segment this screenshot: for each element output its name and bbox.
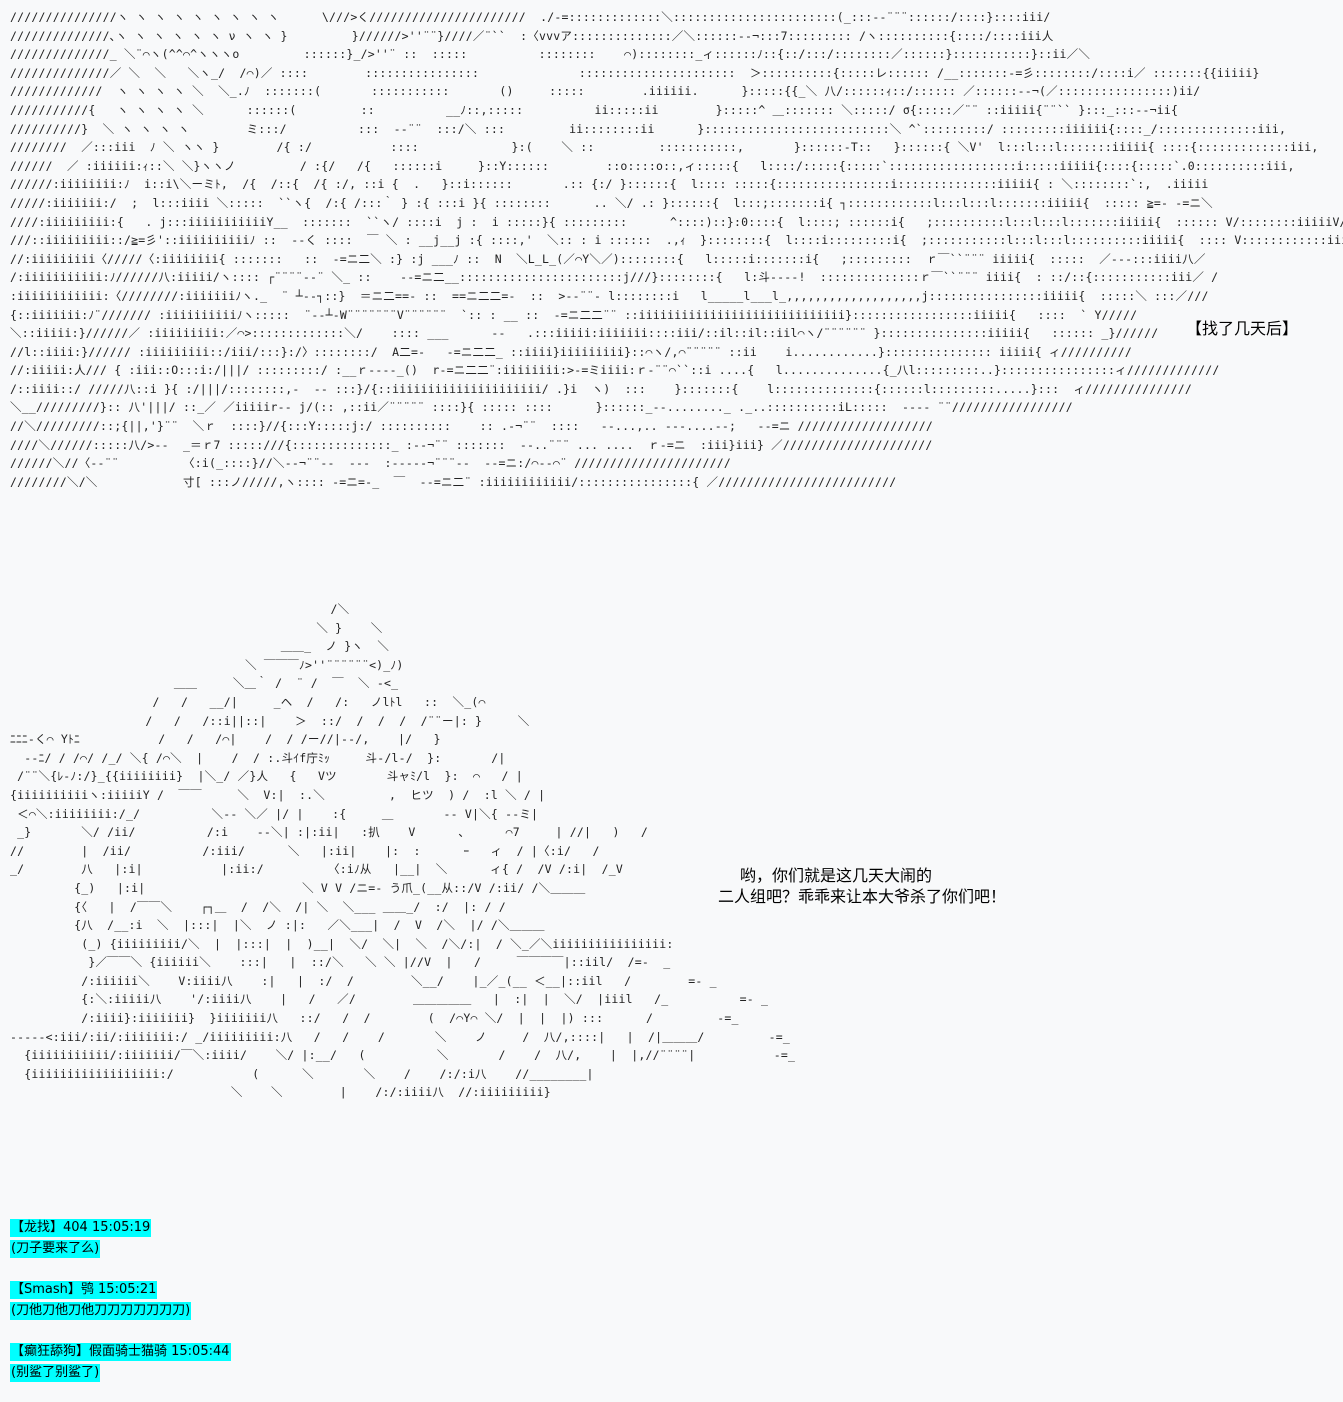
speech-text: 哟，你们就是这几天大闹的 二人组吧？乖乖来让本大爷杀了你们吧！: [718, 865, 1006, 907]
speech-line-2: 二人组吧？乖乖来让本大爷杀了你们吧！: [718, 887, 1007, 906]
comment-list: 【龙找】404 15:05:19 (刀子要来了么) 【Smash】鸮 15:05…: [10, 1216, 710, 1402]
speech-line-1: 哟，你们就是这几天大闹的: [740, 866, 933, 885]
comment-item: 【Smash】鸮 15:05:21 (刀他刀他刀他刀刀刀刀刀刀刀): [10, 1278, 710, 1320]
comment-meta: 【癫狂舔狗】假面骑士猫骑 15:05:44: [10, 1343, 231, 1361]
scene-caption: 【找了几天后】: [1186, 319, 1299, 338]
comment-body: (刀子要来了么): [10, 1240, 101, 1258]
comment-meta: 【龙找】404 15:05:19: [10, 1219, 152, 1237]
comment-body: (刀他刀他刀他刀刀刀刀刀刀刀): [10, 1302, 192, 1320]
comment-meta: 【Smash】鸮 15:05:21: [10, 1281, 158, 1299]
ascii-art-scene-top: ///////////////ヽ ヽ ヽ ヽ ヽ ヽ ヽ ヽ ヽ \///>く/…: [10, 10, 1343, 489]
comment-item: 【龙找】404 15:05:19 (刀子要来了么): [10, 1216, 710, 1258]
comment-body: (别鲨了别鲨了): [10, 1364, 101, 1382]
ascii-art-character: /＼ ＼ } ＼ ＿＿_ ノ }ヽ ＼ ＼ ￣￣￣ﾉ>''¨¨¨¨¨¨<)_ﾉ)…: [10, 602, 796, 1100]
